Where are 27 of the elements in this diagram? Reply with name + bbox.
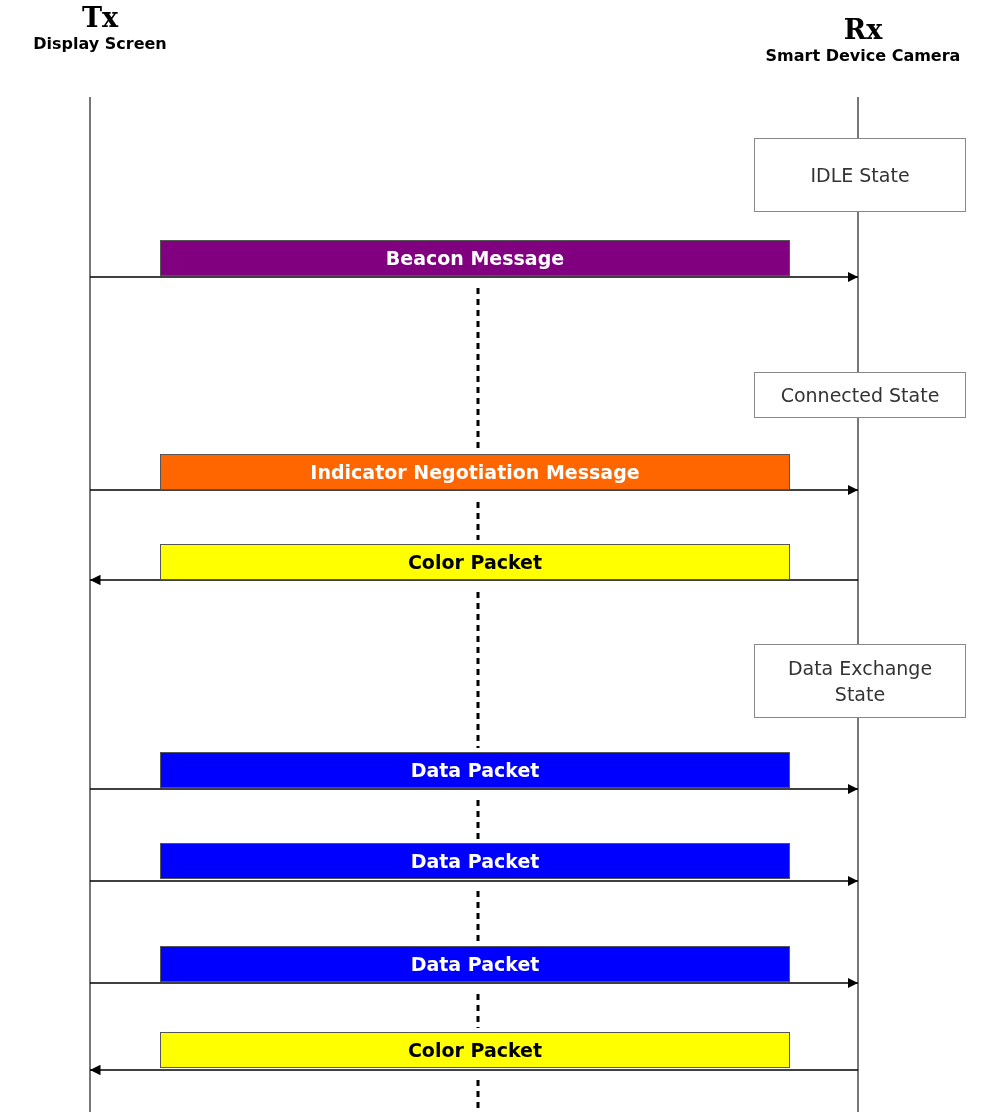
message-bar: Beacon Message [160,240,790,276]
lifeline-subtitle: Smart Device Camera [764,46,962,66]
state-box: Connected State [754,372,966,418]
message-bar: Data Packet [160,946,790,982]
message-bar: Data Packet [160,752,790,788]
dotted-line [476,891,480,942]
dotted-line [476,994,480,1028]
dotted-line [476,800,480,839]
state-box: IDLE State [754,138,966,212]
message-bar: Data Packet [160,843,790,879]
message-bar: Color Packet [160,1032,790,1068]
message-bar: Color Packet [160,544,790,580]
dotted-line [476,502,480,540]
arrow [89,1064,859,1076]
arrow [89,484,859,496]
arrow [89,875,859,887]
lifeline-title: Rx [842,14,884,46]
arrow [89,783,859,795]
dotted-line [476,592,480,748]
lifeline-title: Tx [80,2,120,34]
arrow [89,271,859,283]
dotted-line [476,288,480,450]
arrow [89,977,859,989]
message-bar: Indicator Negotiation Message [160,454,790,490]
arrow [89,574,859,586]
state-box: Data Exchange State [754,644,966,718]
lifeline-subtitle: Display Screen [32,34,168,54]
